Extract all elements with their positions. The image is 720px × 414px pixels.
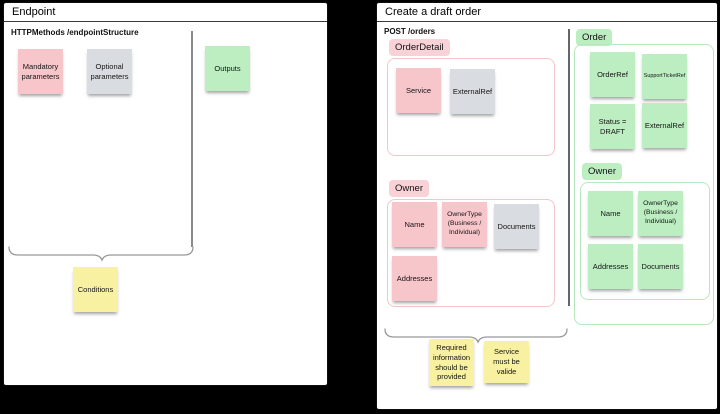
note-optional-parameters[interactable]: Optional parameters <box>87 49 132 94</box>
note-outputs[interactable]: Outputs <box>205 46 250 91</box>
note-name-response[interactable]: Name <box>588 191 633 236</box>
underbrace-annotations <box>384 328 568 344</box>
create-draft-order-panel: Create a draft order POST /orders OrderD… <box>376 2 718 410</box>
note-status-draft[interactable]: Status = DRAFT <box>590 104 635 149</box>
note-service[interactable]: Service <box>396 68 441 113</box>
note-external-ref-request[interactable]: ExternalRef <box>450 69 495 114</box>
note-service-valid[interactable]: Service must be valide <box>484 341 529 383</box>
endpoint-method-label: HTTPMethods /endpointStructure <box>11 28 139 37</box>
underbrace-conditions <box>8 246 194 262</box>
note-mandatory-parameters[interactable]: Mandatory parameters <box>18 49 63 94</box>
chip-owner-request[interactable]: Owner <box>389 180 429 197</box>
note-owner-type-response[interactable]: OwnerType (Business / Individual) <box>638 191 683 236</box>
note-conditions[interactable]: Conditions <box>73 267 118 312</box>
note-required-information[interactable]: Required information should be provided <box>429 339 474 386</box>
group-box-owner-response <box>580 182 710 300</box>
note-addresses-response[interactable]: Addresses <box>588 244 633 289</box>
endpoint-panel: Endpoint HTTPMethods /endpointStructure … <box>3 2 328 386</box>
request-response-divider-line <box>568 29 570 306</box>
group-box-order-detail <box>387 58 555 156</box>
note-support-ticket-ref[interactable]: SupportTicketRef <box>642 54 687 99</box>
group-box-order-response <box>574 44 714 325</box>
note-order-ref[interactable]: OrderRef <box>590 52 635 97</box>
order-method-label: POST /orders <box>384 27 436 36</box>
endpoint-panel-title: Endpoint <box>4 3 327 22</box>
note-documents-request[interactable]: Documents <box>494 204 539 249</box>
note-documents-response[interactable]: Documents <box>638 244 683 289</box>
chip-owner-response[interactable]: Owner <box>582 163 622 180</box>
chip-order-response[interactable]: Order <box>576 29 613 46</box>
note-external-ref-response[interactable]: ExternalRef <box>642 103 687 148</box>
endpoint-divider-line <box>191 31 193 247</box>
group-box-owner-request <box>387 199 555 307</box>
note-addresses-request[interactable]: Addresses <box>392 256 437 301</box>
note-name-request[interactable]: Name <box>392 202 437 247</box>
chip-order-detail[interactable]: OrderDetail <box>389 39 450 56</box>
order-panel-title: Create a draft order <box>377 3 717 22</box>
note-owner-type-request[interactable]: OwnerType (Business / Individual) <box>442 202 487 247</box>
